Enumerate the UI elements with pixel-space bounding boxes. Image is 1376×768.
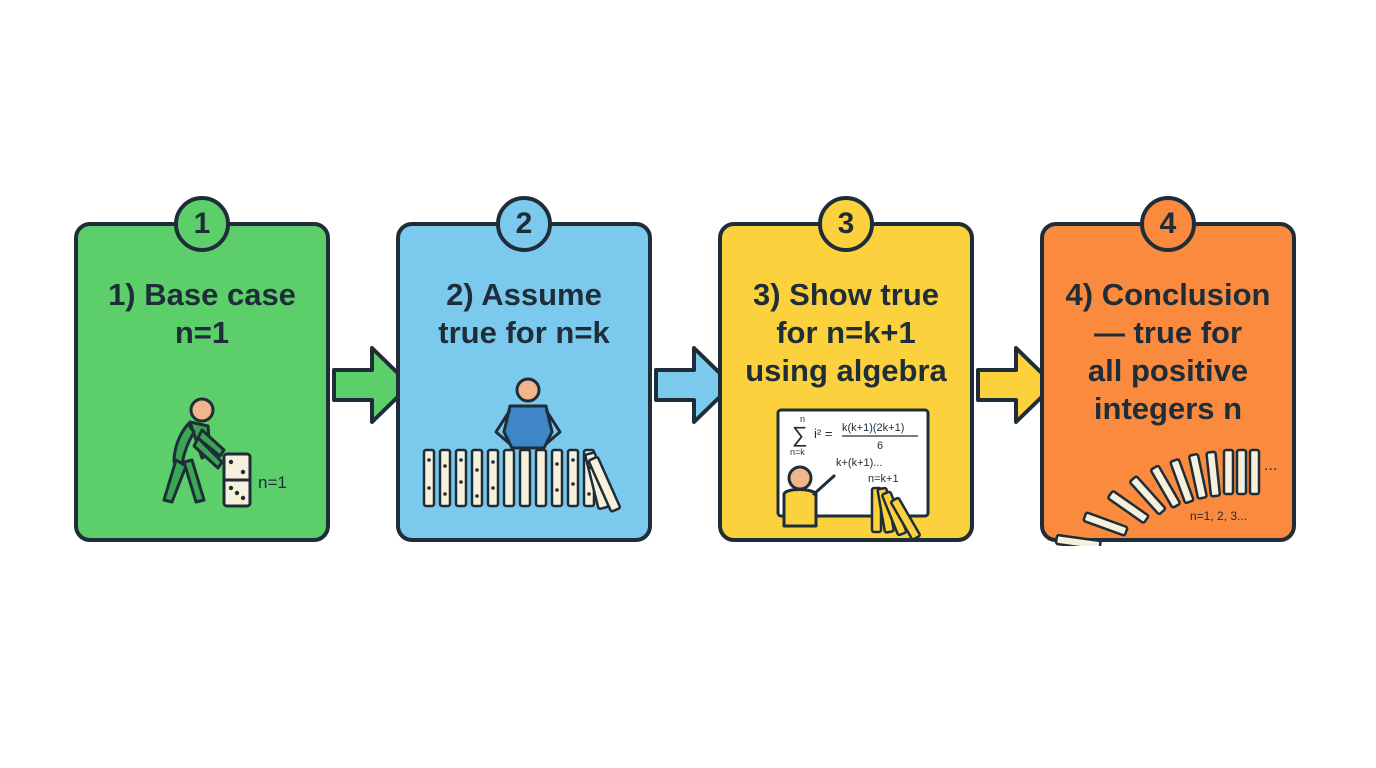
step-1-box: n=1 1 1) Base case n=1 (74, 196, 330, 542)
step-1-title: 1) Base case n=1 (88, 276, 316, 352)
step-2-badge: 2 (496, 196, 552, 252)
step-4-title: 4) Conclusion — true for all positive in… (1054, 276, 1282, 428)
step-1-label: n=1 (258, 473, 287, 492)
step-2-title-line: true for n=k (438, 315, 610, 350)
step-1-title-line: n=1 (174, 315, 230, 350)
step-4-title-line: — true for (1093, 315, 1243, 350)
formula-denominator: 6 (877, 440, 883, 452)
formula-term: i² = (814, 426, 832, 441)
arrow-right-icon (654, 346, 734, 424)
formula-numerator: k(k+1)(2k+1) (842, 422, 904, 434)
arrow-right-icon (332, 346, 412, 424)
formula-line-2: k+(k+1)... (836, 457, 882, 469)
step-2-box: 2 2) Assume true for n=k (396, 196, 652, 542)
step-3-badge: 3 (818, 196, 874, 252)
step-2-title: 2) Assume true for n=k (410, 276, 638, 352)
step-3-box: n ∑ n=k i² = k(k+1)(2k+1) 6 k+(k+1)... n… (718, 196, 974, 542)
step-1-number: 1 (193, 207, 211, 240)
step-4-title-line: 4) Conclusion (1065, 277, 1271, 312)
person-pushing-domino-icon: n=1 (162, 397, 287, 508)
step-4-title-line: all positive (1087, 353, 1249, 388)
step-2-title-line: 2) Assume (446, 277, 602, 312)
teacher-at-board-icon: n ∑ n=k i² = k(k+1)(2k+1) 6 k+(k+1)... n… (776, 408, 930, 541)
step-2-number: 2 (515, 207, 533, 240)
step-3-number: 3 (837, 207, 855, 240)
step-4-title-line: integers n (1093, 391, 1243, 426)
step-4-number: 4 (1159, 207, 1177, 240)
formula-sum-top: n (800, 414, 805, 424)
formula-line-3: n=k+1 (868, 473, 899, 485)
formula-sum-symbol: ∑ (792, 422, 808, 447)
step-4-box: ... n=1, 2, 3... 4 4) Conclusion — true … (1040, 196, 1296, 546)
step-3-title-line: 3) Show true (752, 277, 939, 312)
person-with-domino-row-icon (422, 377, 621, 513)
step-3-title: 3) Show true for n=k+1 using algebra (732, 276, 960, 390)
step-1-badge: 1 (174, 196, 230, 252)
arrow-right-icon (976, 346, 1056, 424)
step-4-label: n=1, 2, 3... (1190, 509, 1247, 523)
falling-dominoes-icon: ... n=1, 2, 3... (1054, 448, 1277, 546)
step-1-title-line: 1) Base case (108, 277, 296, 312)
formula-sum-bottom: n=k (790, 447, 805, 457)
step-3-title-line: using algebra (745, 353, 947, 388)
step-4-ellipsis: ... (1264, 457, 1277, 474)
step-3-title-line: for n=k+1 (776, 315, 916, 350)
step-4-badge: 4 (1140, 196, 1196, 252)
